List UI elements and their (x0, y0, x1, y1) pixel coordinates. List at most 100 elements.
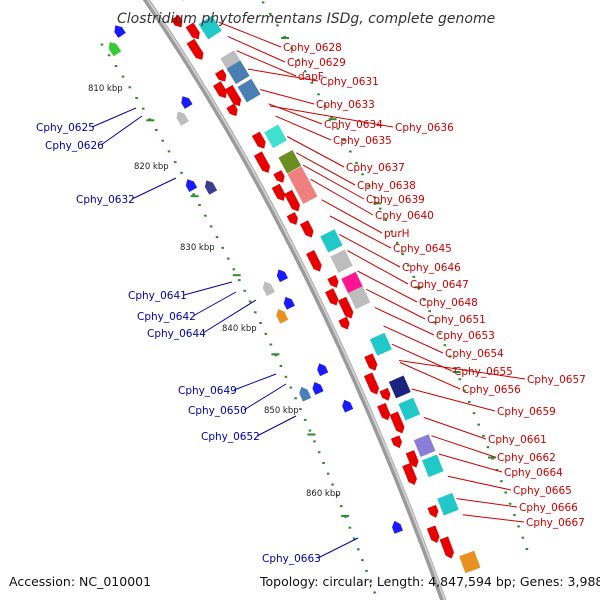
forward-gene-label[interactable]: Cphy_0662 (497, 452, 556, 464)
forward-gene-arrow[interactable] (171, 14, 185, 30)
reverse-gene-label[interactable]: Cphy_0642 (137, 311, 196, 323)
reverse-gene-arrow[interactable] (179, 94, 193, 109)
forward-gene-label[interactable]: Cphy_0628 (283, 42, 342, 54)
reverse-gene-label[interactable]: Cphy_0625 (36, 122, 95, 134)
cog-category-block[interactable] (237, 78, 261, 103)
forward-gene-arrow[interactable] (377, 402, 392, 422)
reverse-gene-arrow[interactable] (315, 361, 329, 377)
forward-gene-label[interactable]: Cphy_0655 (454, 366, 513, 378)
forward-gene-label[interactable]: Cphy_0659 (497, 406, 556, 418)
forward-gene-label[interactable]: Cphy_0666 (519, 502, 578, 514)
cog-category-block[interactable] (226, 60, 250, 85)
forward-gene-label[interactable]: Cphy_0661 (488, 434, 547, 446)
reverse-gene-arrow[interactable] (183, 177, 198, 192)
forward-gene-label[interactable]: Cphy_0648 (419, 297, 478, 309)
forward-gene-arrow[interactable] (185, 22, 203, 42)
forward-gene-arrow[interactable] (251, 131, 268, 151)
cog-category-block[interactable] (388, 375, 411, 399)
forward-gene-arrow[interactable] (271, 183, 288, 203)
cog-category-block[interactable] (198, 15, 222, 40)
forward-gene-label[interactable]: Cphy_0654 (445, 348, 504, 360)
reverse-gene-arrow[interactable] (275, 267, 289, 283)
forward-gene-arrow[interactable] (338, 316, 351, 332)
cog-category-block[interactable] (422, 454, 444, 478)
forward-gene-arrow[interactable] (363, 372, 381, 397)
forward-gene-arrow[interactable] (327, 275, 340, 290)
forward-gene-label[interactable]: Cphy_0639 (366, 194, 425, 206)
forward-gene-label[interactable]: Cphy_0640 (375, 210, 434, 222)
reverse-gene-arrow[interactable] (340, 398, 354, 413)
reverse-cog-feature[interactable] (202, 178, 218, 195)
reverse-cog-feature[interactable] (106, 40, 122, 57)
forward-gene-label[interactable]: Cphy_0629 (287, 57, 346, 69)
forward-gene-arrow[interactable] (389, 411, 407, 436)
reverse-gene-arrow[interactable] (282, 295, 295, 310)
reverse-gene-arrow[interactable] (390, 519, 403, 534)
forward-gene-label[interactable]: Cphy_0633 (316, 99, 375, 111)
reverse-gene-label[interactable]: Cphy_0626 (45, 140, 104, 152)
forward-gene-arrow[interactable] (426, 525, 441, 544)
forward-gene-arrow[interactable] (364, 353, 379, 372)
reverse-cog-feature[interactable] (261, 280, 275, 297)
forward-gene-arrow[interactable] (215, 69, 229, 84)
forward-gene-label[interactable]: Cphy_0634 (324, 119, 383, 131)
cog-category-block[interactable] (413, 434, 436, 457)
forward-gene-label[interactable]: Cphy_0637 (346, 162, 405, 174)
forward-gene-arrow[interactable] (337, 296, 356, 321)
forward-gene-label[interactable]: Cphy_0664 (504, 467, 563, 479)
forward-gene-label[interactable]: Cphy_0665 (513, 485, 572, 497)
forward-gene-arrow[interactable] (390, 435, 404, 450)
reverse-gene-label[interactable]: Cphy_0641 (128, 290, 187, 302)
reverse-cog-feature[interactable] (174, 109, 189, 126)
forward-gene-arrow[interactable] (325, 288, 340, 307)
reverse-gene-label[interactable]: Cphy_0644 (147, 328, 206, 340)
forward-gene-arrow[interactable] (427, 504, 441, 519)
forward-gene-arrow[interactable] (306, 249, 324, 274)
forward-gene-arrow[interactable] (379, 387, 392, 403)
cog-category-block[interactable] (348, 286, 371, 310)
reverse-cog-feature[interactable] (274, 307, 289, 324)
forward-gene-arrow[interactable] (273, 170, 287, 185)
cog-category-block[interactable] (294, 180, 318, 204)
forward-gene-label[interactable]: Cphy_0635 (333, 135, 392, 147)
reverse-gene-label[interactable]: Cphy_0652 (201, 431, 260, 443)
forward-gene-arrow[interactable] (284, 189, 302, 214)
forward-gene-arrow[interactable] (286, 212, 301, 227)
forward-gene-arrow[interactable] (439, 536, 456, 560)
forward-gene-arrow[interactable] (253, 151, 273, 175)
forward-gene-label[interactable]: Cphy_0657 (527, 374, 586, 386)
forward-gene-label[interactable]: Cphy_0636 (395, 122, 454, 134)
forward-gene-arrow[interactable] (405, 450, 421, 469)
cog-category-block[interactable] (173, 0, 197, 1)
cog-category-block[interactable] (330, 249, 353, 273)
genome-backbone[interactable] (142, 0, 447, 600)
forward-gene-label[interactable]: Cphy_0647 (410, 279, 469, 291)
reverse-gene-label[interactable]: Cphy_0650 (188, 405, 247, 417)
cog-category-block[interactable] (398, 397, 421, 421)
forward-gene-arrow[interactable] (213, 81, 229, 100)
forward-gene-arrow[interactable] (186, 38, 206, 62)
cog-category-block[interactable] (278, 149, 302, 174)
cog-category-block[interactable] (320, 229, 343, 253)
cog-category-block[interactable] (437, 492, 459, 516)
forward-gene-arrow[interactable] (224, 84, 244, 109)
cog-category-block[interactable] (264, 124, 287, 149)
forward-gene-label[interactable]: Cphy_0645 (393, 243, 452, 255)
forward-gene-arrow[interactable] (226, 103, 240, 118)
cog-category-block[interactable] (369, 332, 392, 356)
forward-gene-label[interactable]: purH (384, 228, 410, 240)
forward-gene-arrow[interactable] (300, 220, 316, 239)
forward-gene-label[interactable]: Cphy_0631 (320, 76, 379, 88)
reverse-gene-label[interactable]: Cphy_0649 (178, 385, 237, 397)
forward-gene-arrow[interactable] (402, 462, 419, 487)
forward-gene-label[interactable]: Cphy_0653 (436, 330, 495, 342)
cog-category-block[interactable] (459, 550, 481, 574)
forward-gene-label[interactable]: Cphy_0646 (402, 262, 461, 274)
forward-gene-label[interactable]: Cphy_0651 (427, 314, 486, 326)
reverse-gene-arrow[interactable] (112, 23, 126, 38)
reverse-cog-feature[interactable] (297, 385, 312, 402)
reverse-gene-label[interactable]: Cphy_0663 (262, 553, 321, 565)
reverse-gene-label[interactable]: Cphy_0632 (76, 194, 135, 206)
reverse-gene-arrow[interactable] (310, 380, 324, 395)
